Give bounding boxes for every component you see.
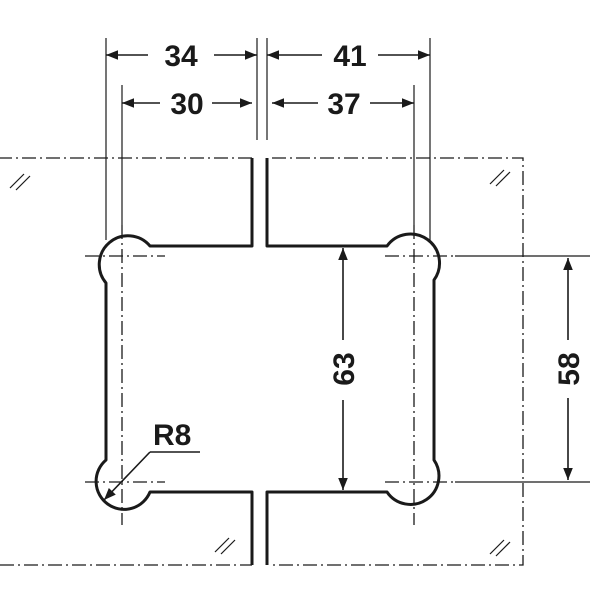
dimension-30-label: 30 [170,88,203,121]
dimension-37-label: 37 [327,88,360,121]
dimension-34: 34 [106,40,257,73]
dimension-30: 30 [122,88,252,121]
hinge-right-plate [265,158,441,565]
right-glass-outline [272,157,524,566]
dimension-58-label: 58 [553,352,586,385]
dimension-63: 63 [328,248,361,490]
glass-hatch-top-right [489,169,511,187]
glass-panels [0,157,524,566]
center-lines [85,225,455,525]
dimension-34-label: 34 [164,40,198,73]
hinge-body [94,158,441,565]
hinge-left-plate [94,158,254,565]
dimension-63-label: 63 [328,352,361,385]
glass-hatch-bottom-left [214,537,236,555]
dimension-58: 58 [553,258,586,480]
dimension-37: 37 [272,88,414,121]
dimension-41-label: 41 [333,40,366,73]
glass-hatch-top-left [9,173,31,191]
extension-lines [105,38,590,483]
glass-hatch-bottom-right [489,539,511,557]
dimension-41: 41 [267,40,430,73]
radius-label: R8 [153,419,191,452]
radius-callout: R8 [103,419,200,501]
